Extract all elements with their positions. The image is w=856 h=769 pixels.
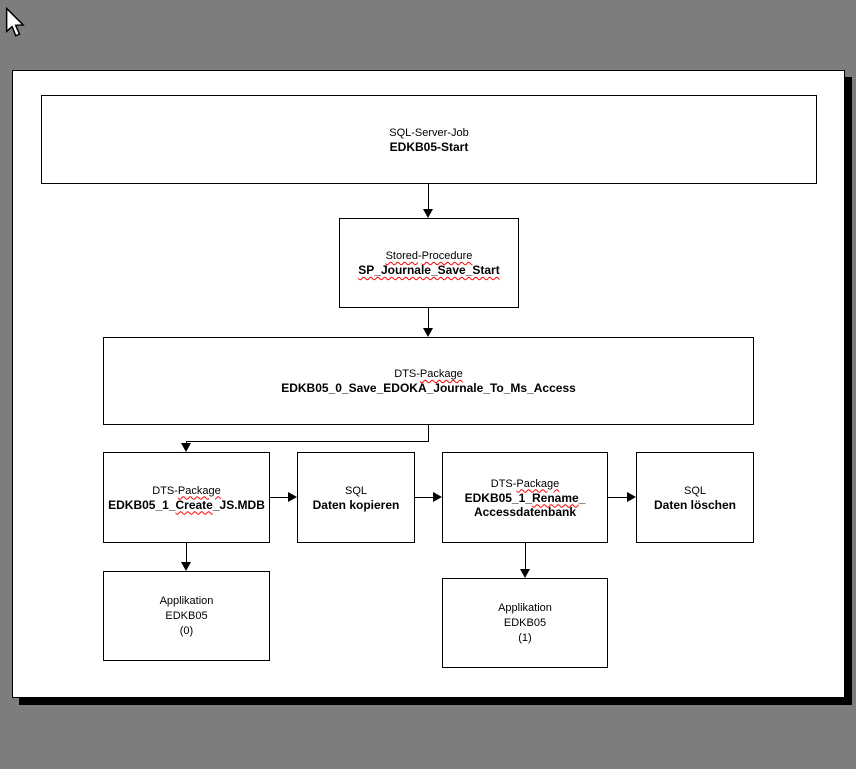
arrowhead-right-icon [433,492,442,502]
node-title-text: Rename [532,490,579,505]
connector-sp-to-dts0 [428,308,429,329]
node-type-label: DTS-Package [394,367,462,381]
arrowhead-down-icon [423,209,433,218]
connector-rename-to-app1 [525,543,526,570]
node-line-text: Applikation [498,601,552,614]
node-type-text: - [417,250,422,262]
node-title-text: EDKB05_1_ [108,497,176,512]
node-type-label: DTS-Package [152,484,220,498]
arrowhead-right-icon [627,492,636,502]
node-type-text: Package [516,477,560,490]
node-title-text: Accessdatenbank [473,504,577,519]
node-line: Applikation [160,594,214,609]
node-type-label: SQL [684,484,706,498]
node-line-text: (1) [518,631,532,644]
node-title: EDKB05_1_Create_JS.MDB [108,498,265,512]
node-type-label: SQL-Server-Job [389,126,468,140]
connector-rename-to-delete [608,497,627,498]
node-line: (1) [518,631,531,646]
node-line: (0) [180,624,193,639]
node-applikation-edkb05-0[interactable]: Applikation EDKB05 (0) [103,571,270,661]
node-title-text: EDKB05-Start [389,139,469,154]
node-title-text: _JS.MDB [212,497,265,512]
node-type-text: SQL [683,484,706,497]
node-line: Applikation [498,601,552,616]
node-type-text: DTS- [152,484,178,497]
node-title: EDKB05_1_Rename_ [465,491,586,505]
arrowhead-right-icon [288,492,297,502]
node-type-text: SQL-Server-Job [389,126,469,139]
node-title-text: EDKB05_0_Save_EDOKA_Journale_To_Ms_Acces… [281,381,576,395]
node-line-text: EDKB05 [503,616,547,629]
node-type-text: Stored [385,250,418,262]
node-title-text: _ [578,490,586,505]
connector-create-to-copy [270,497,289,498]
node-sql-server-job[interactable]: SQL-Server-Job EDKB05-Start [41,95,817,184]
arrowhead-down-icon [181,443,191,452]
node-sql-copy[interactable]: SQL Daten kopieren [297,452,415,543]
connector-create-to-app0 [186,543,187,563]
node-line-text: (0) [179,624,194,637]
arrowhead-down-icon [520,569,530,578]
node-title: Daten kopieren [313,498,400,512]
node-title-line2: Accessdatenbank [474,505,576,519]
connector-dts0-elbow-vertical [428,425,429,442]
node-title-text: Create [175,497,213,512]
connector-dts0-elbow-horizontal [186,441,429,442]
node-type-text: DTS- [490,477,517,490]
node-title: Daten löschen [654,498,736,512]
node-applikation-edkb05-1[interactable]: Applikation EDKB05 (1) [442,578,608,668]
node-type-text: SQL [344,484,367,497]
arrowhead-down-icon [181,562,191,571]
node-line: EDKB05 [165,609,207,624]
arrowhead-down-icon [423,328,433,337]
connector-copy-to-rename [415,497,434,498]
node-type-label: SQL [345,484,367,498]
mouse-cursor-icon [5,7,25,37]
node-type-label: Stored-Procedure [386,249,473,263]
node-dts-create-mdb[interactable]: DTS-Package EDKB05_1_Create_JS.MDB [103,452,270,543]
node-type-text: DTS- [394,368,420,380]
node-type-text: Package [419,368,463,380]
node-stored-procedure[interactable]: Stored-Procedure SP_Journale_Save_Start [339,218,519,308]
node-type-text: Procedure [421,250,473,262]
node-title: EDKB05-Start [390,140,469,154]
node-sql-delete[interactable]: SQL Daten löschen [636,452,754,543]
node-type-text: Package [177,484,221,497]
node-dts-rename[interactable]: DTS-Package EDKB05_1_Rename_ Accessdaten… [442,452,608,543]
node-line: EDKB05 [504,616,546,631]
connector-start-to-sp [428,184,429,210]
node-type-label: DTS-Package [491,477,559,491]
node-title-text: Daten kopieren [312,497,400,512]
node-title-text: Daten löschen [653,497,737,512]
node-line-text: EDKB05 [165,609,208,622]
node-title: EDKB05_0_Save_EDOKA_Journale_To_Ms_Acces… [281,381,576,395]
node-dts-save-journale[interactable]: DTS-Package EDKB05_0_Save_EDOKA_Journale… [103,337,754,425]
node-title: SP_Journale_Save_Start [358,263,499,277]
node-title-text: SP_Journale_Save_Start [358,263,500,277]
node-line-text: Applikation [159,594,214,607]
node-title-text: EDKB05_1_ [464,490,532,505]
